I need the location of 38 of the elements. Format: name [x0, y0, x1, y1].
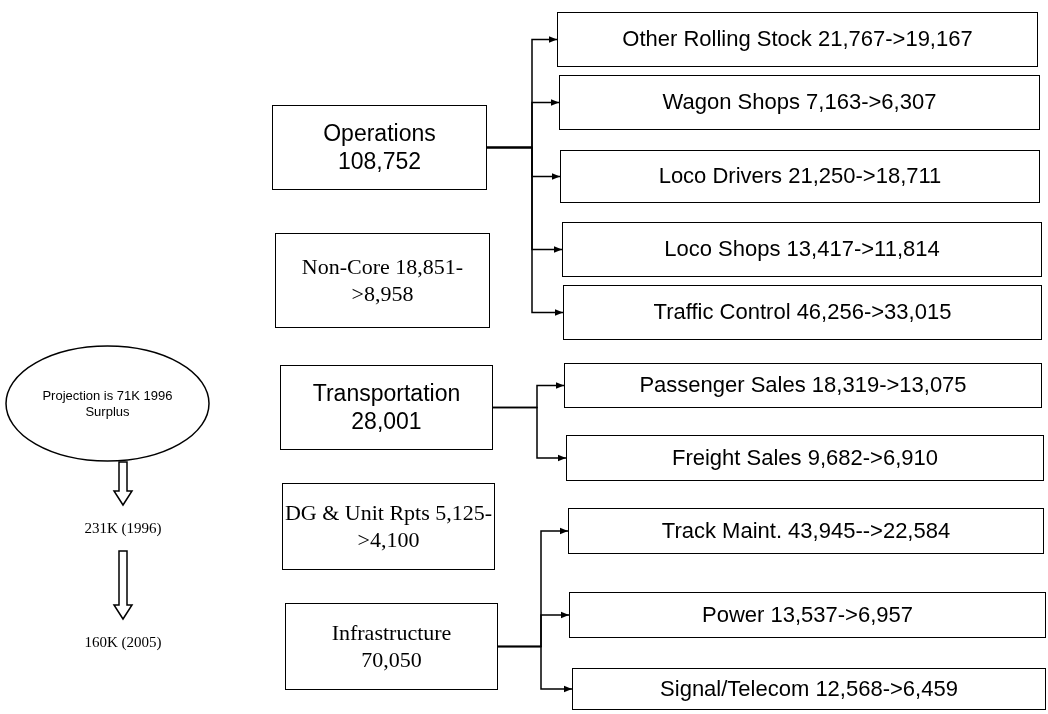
connector-arrow — [492, 406, 567, 462]
category-box — [557, 12, 1038, 67]
category-label: Other Rolling Stock 21,767->19,167 — [622, 26, 973, 53]
category-box — [280, 365, 493, 450]
category-label: Wagon Shops 7,163->6,307 — [662, 89, 937, 116]
category-box — [559, 75, 1040, 130]
category-label: Track Maint. 43,945-->22,584 — [661, 517, 951, 545]
block-arrow — [112, 550, 134, 621]
category-box — [272, 105, 487, 190]
category-label: DG & Unit Rpts 5,125->4,100 — [283, 500, 494, 553]
connector-arrow — [486, 146, 564, 316]
category-label: Transportation 28,001 — [311, 379, 462, 436]
block-arrow — [112, 461, 134, 507]
category-label: Passenger Sales 18,319->13,075 — [639, 372, 967, 399]
category-label: Loco Shops 13,417->11,814 — [664, 236, 940, 263]
category-label: Operations 108,752 — [322, 119, 437, 176]
category-box — [282, 483, 495, 570]
category-box — [563, 285, 1042, 340]
category-label: Non-Core 18,851->8,958 — [300, 254, 465, 307]
category-label: Power 13,537->6,957 — [702, 601, 913, 629]
category-box — [560, 150, 1040, 203]
category-box — [285, 603, 498, 690]
category-box — [566, 435, 1044, 481]
category-label: Signal/Telecom 12,568->6,459 — [660, 675, 958, 703]
category-label: Traffic Control 46,256->33,015 — [653, 299, 952, 326]
headcount-text: 231K (1996) — [84, 519, 162, 537]
projection-text: Projection is 71K 1996 Surplus — [41, 387, 174, 420]
category-box — [568, 508, 1044, 554]
headcount-text: 160K (2005) — [84, 633, 162, 651]
category-box — [572, 668, 1046, 710]
category-label: Infrastructure 70,050 — [330, 620, 453, 673]
category-box — [564, 363, 1042, 408]
category-label: Loco Drivers 21,250->18,711 — [658, 163, 942, 190]
category-label: Freight Sales 9,682->6,910 — [672, 444, 938, 472]
category-box — [562, 222, 1042, 277]
category-box — [275, 233, 490, 328]
category-box — [569, 592, 1046, 638]
connector-arrow — [497, 645, 573, 693]
